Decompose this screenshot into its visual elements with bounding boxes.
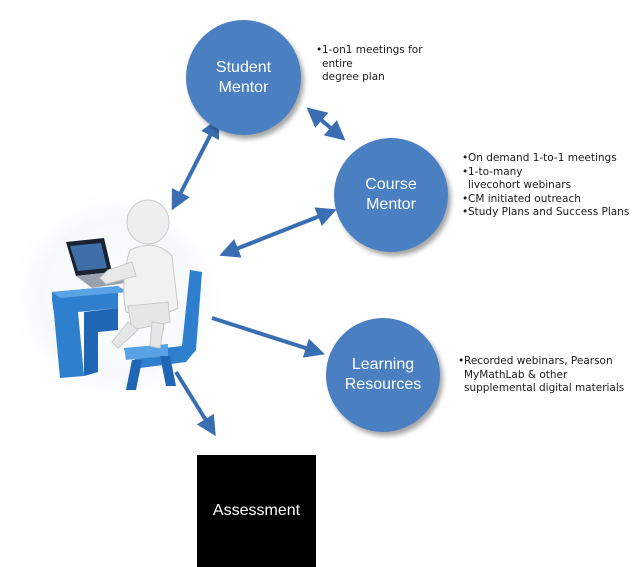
course-mentor-note: Study Plans and Success Plans: [462, 206, 638, 220]
assessment-node: Assessment: [197, 455, 316, 567]
arrow-student-to-assessment: [174, 370, 216, 437]
course-mentor-notes: On demand 1-to-1 meetings 1-to-many live…: [462, 152, 638, 220]
course-mentor-note: 1-to-many livecohort webinars: [462, 166, 572, 193]
course-mentor-line1: Course: [365, 176, 417, 193]
learning-resources-line2: Resources: [344, 376, 422, 393]
arrow-student-mentor-to-course-mentor: [306, 107, 346, 141]
course-mentor-node: Course Mentor: [334, 138, 448, 252]
course-mentor-note: On demand 1-to-1 meetings: [462, 152, 638, 166]
learning-resources-node: Learning Resources: [326, 318, 440, 432]
learning-resources-line1: Learning: [351, 356, 415, 373]
arrow-student-to-course-mentor: [219, 207, 337, 258]
assessment-label: Assessment: [212, 502, 301, 519]
student-mentor-note: 1-on1 meetings for entire degree plan: [316, 44, 434, 85]
course-mentor-note: CM initiated outreach: [462, 193, 638, 207]
arrow-student-to-student-mentor: [171, 117, 220, 211]
student-mentor-line1: Student: [215, 58, 272, 76]
student-mentor-line2: Mentor: [218, 78, 269, 96]
student-mentor-node: Student Mentor: [186, 20, 301, 135]
arrow-student-to-learning-resources: [211, 316, 325, 358]
course-mentor-line2: Mentor: [366, 196, 416, 213]
learning-resources-note: Recorded webinars, Pearson MyMathLab & o…: [458, 355, 638, 396]
learning-resources-notes: Recorded webinars, Pearson MyMathLab & o…: [458, 355, 638, 396]
student-mentor-notes: 1-on1 meetings for entire degree plan: [316, 44, 434, 85]
